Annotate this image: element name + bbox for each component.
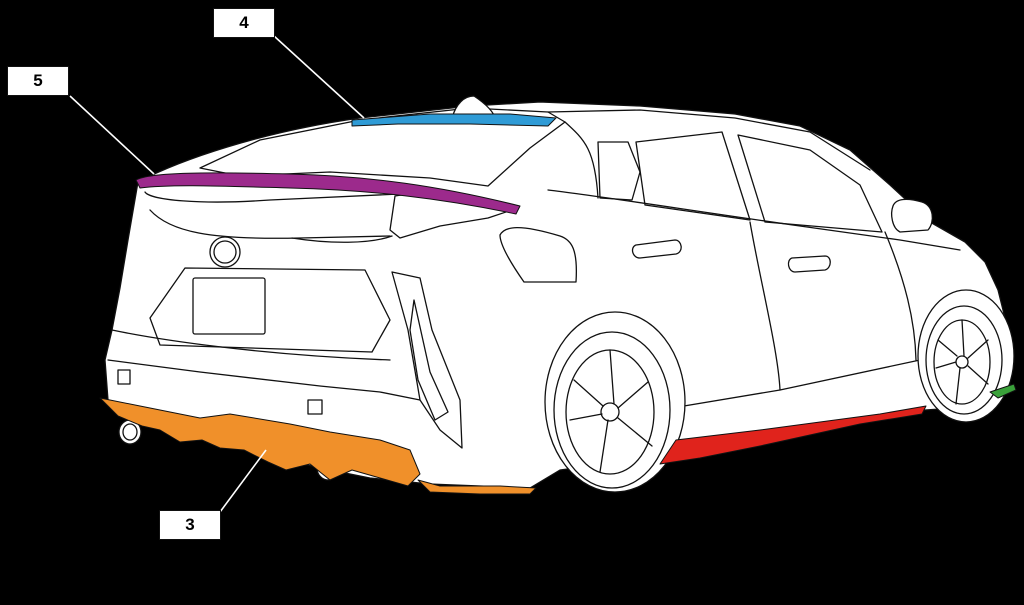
beltline [547,189,961,251]
rear-emblem-inner [213,240,237,264]
bumper-body [111,329,391,361]
hatch-edge [144,191,491,203]
rear-window [199,107,566,187]
side-skirt-part [659,405,927,465]
leader-line-5 [69,95,155,175]
front-door-handle [787,255,831,273]
rear-rim [565,349,655,475]
c-pillar [564,121,599,199]
quarter-window [597,141,641,201]
front-door-seam [884,231,917,361]
part-3-rear-diffuser [99,397,421,487]
rear-door-handle [631,239,682,259]
leader-lines [69,35,365,513]
plate-recess [149,267,391,353]
hatch-lower [149,209,391,239]
part-3-diffuser-tail [417,479,537,495]
part-4-roof-spoiler [351,113,557,127]
reflector-right [307,399,323,415]
license-plate [192,277,266,335]
front-tire [925,305,1003,415]
rear-spokes [569,349,653,473]
leader-line-3 [219,449,267,513]
callout-3-label: 3 [159,510,221,540]
tail-lamp-lower [291,235,393,243]
rear-bumper-line [107,359,421,401]
callout-5-label: 5 [7,66,69,96]
reflector-left [117,369,131,385]
roof-line [547,109,871,171]
front-door-window [737,134,883,233]
vent-lamp [409,299,449,421]
leader-line-4 [273,35,365,119]
front-rim [933,319,991,405]
front-spokes [935,319,989,405]
front-lip-part [989,383,1017,399]
callout-4-label: 4 [213,8,275,38]
part-5-trunk-spoiler [135,172,521,215]
rear-hub [600,402,620,422]
rear-tire [553,331,671,489]
side-mirror [891,198,933,233]
exhaust-left-inner [122,423,138,441]
rear-door-window [635,131,751,221]
fuel-door [499,227,578,283]
rear-door-seam [749,221,781,391]
rocker-line [659,359,921,411]
